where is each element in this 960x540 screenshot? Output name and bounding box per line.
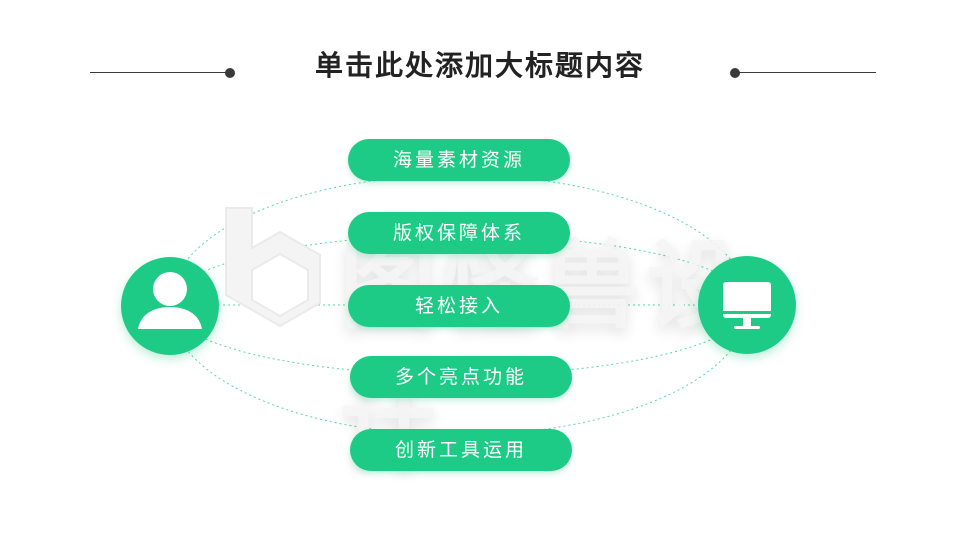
- title-dot-right: [730, 68, 740, 78]
- monitor-icon: [723, 282, 771, 329]
- page-title: 单击此处添加大标题内容: [314, 49, 645, 82]
- item-pill-2[interactable]: 版权保障体系: [348, 212, 570, 254]
- user-node: [121, 257, 219, 355]
- item-pill-1[interactable]: 海量素材资源: [348, 139, 570, 181]
- watermark-logo-icon: [225, 207, 321, 328]
- computer-node: [698, 256, 796, 354]
- title-dot-left: [225, 68, 235, 78]
- item-pill-3[interactable]: 轻松接入: [348, 285, 570, 327]
- item-pill-4[interactable]: 多个亮点功能: [350, 356, 572, 398]
- title-rule-right: [736, 72, 876, 73]
- title-rule-left: [90, 72, 230, 73]
- item-pill-5[interactable]: 创新工具运用: [350, 429, 572, 471]
- user-icon: [138, 272, 202, 329]
